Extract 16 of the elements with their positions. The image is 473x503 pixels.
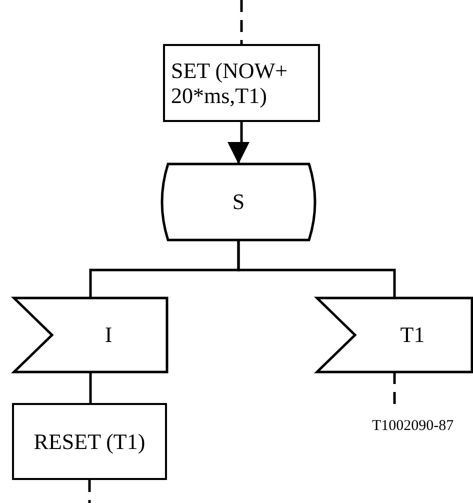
task-box <box>12 403 167 480</box>
node-label: RESET (T1) <box>34 428 146 454</box>
dashed-connector <box>240 0 243 44</box>
node-label: S <box>232 189 245 215</box>
input-signal-shape <box>317 298 472 372</box>
connector <box>89 372 92 403</box>
dashed-connector <box>88 480 91 503</box>
figure-reference: T1002090-87 <box>372 418 454 435</box>
task-box <box>163 44 320 122</box>
connector <box>237 240 396 298</box>
input-signal-shape <box>14 298 167 372</box>
state-shape <box>160 164 317 240</box>
node-label: I <box>104 322 112 348</box>
node-label: T1 <box>400 322 425 348</box>
connector <box>228 122 250 164</box>
node-label: SET (NOW+ 20*ms,T1) <box>171 58 288 108</box>
